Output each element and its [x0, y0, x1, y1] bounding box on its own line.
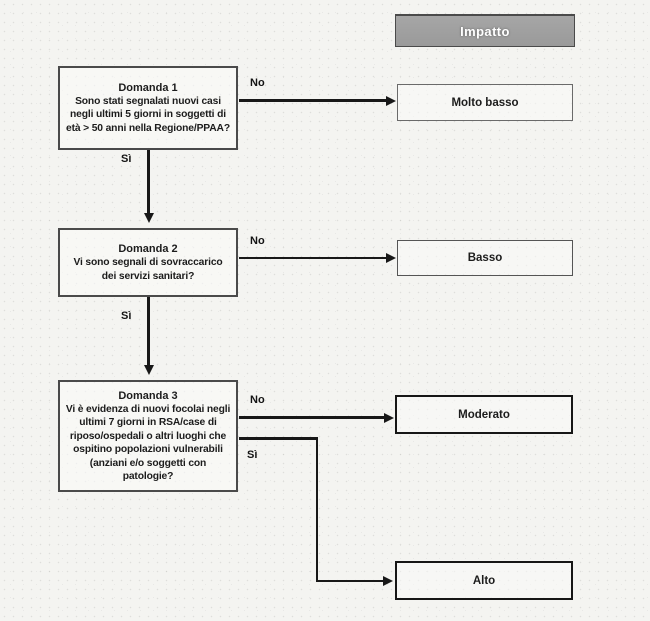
question-title: Domanda 3 [118, 389, 178, 402]
edge-label-si-1: Sì [121, 153, 132, 165]
arrow-line-d3-no [239, 416, 385, 419]
arrowhead-right-icon [383, 576, 393, 586]
outcome-label: Molto basso [451, 96, 519, 109]
outcome-label: Basso [467, 252, 503, 264]
arrowhead-right-icon [384, 412, 394, 423]
arrow-line-d1-yes [147, 150, 150, 214]
edge-label-si-2: Sì [121, 310, 132, 322]
arrow-line-d3-yes-vertical [315, 437, 318, 582]
arrowhead-down-icon [143, 213, 154, 223]
edge-label-no-1: No [250, 77, 265, 89]
impatto-banner-label: Impatto [460, 23, 510, 39]
arrow-line-d3-yes-to-alto [315, 579, 385, 582]
edge-label-no-3: No [250, 394, 265, 406]
impatto-banner: Impatto [395, 14, 575, 47]
question-box-domanda-3: Domanda 3 Vi è evidenza di nuovi focolai… [58, 380, 238, 492]
question-text: Vi sono segnali di sovraccarico dei serv… [73, 257, 223, 282]
edge-label-si-3: Sì [247, 449, 258, 461]
question-title: Domanda 1 [118, 81, 178, 94]
outcome-label: Alto [472, 574, 496, 587]
arrow-line-d3-yes-horizontal [239, 437, 318, 440]
arrow-line-d1-no [239, 99, 387, 102]
outcome-box-molto-basso: Molto basso [397, 84, 573, 121]
outcome-box-alto: Alto [395, 561, 573, 600]
arrowhead-right-icon [386, 253, 396, 263]
arrow-line-d2-yes [147, 297, 150, 366]
arrow-line-d2-no [239, 256, 387, 259]
question-title: Domanda 2 [118, 243, 178, 255]
arrowhead-down-icon [143, 365, 154, 375]
question-text: Vi è evidenza di nuovi focolai negli ult… [65, 403, 231, 483]
outcome-box-basso: Basso [397, 240, 573, 276]
outcome-box-moderato: Moderato [395, 395, 573, 434]
question-text: Sono stati segnalati nuovi casi negli ul… [66, 95, 230, 134]
edge-label-no-2: No [250, 235, 265, 247]
outcome-label: Moderato [458, 408, 510, 421]
arrowhead-right-icon [386, 95, 396, 106]
question-box-domanda-1: Domanda 1 Sono stati segnalati nuovi cas… [58, 66, 238, 150]
question-box-domanda-2: Domanda 2 Vi sono segnali di sovraccaric… [58, 228, 238, 297]
